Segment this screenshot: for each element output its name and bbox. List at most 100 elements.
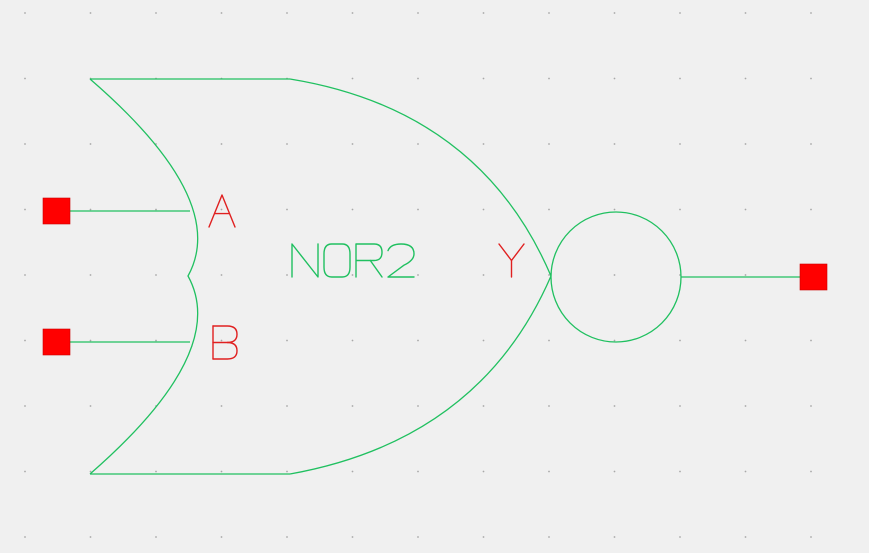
- grid-dot: [155, 12, 157, 14]
- grid-dot: [482, 12, 485, 14]
- grid-dot: [679, 536, 681, 538]
- grid-dot: [548, 143, 550, 145]
- grid-dot: [351, 143, 354, 145]
- grid-dot: [482, 274, 485, 276]
- grid-dot: [89, 274, 92, 276]
- grid-dot: [351, 536, 354, 538]
- grid-dot: [482, 405, 485, 407]
- grid-dot: [810, 208, 812, 211]
- grid-dot: [89, 143, 92, 145]
- pin-y-red-square-icon[interactable]: [799, 263, 828, 291]
- grid-dot: [810, 77, 812, 80]
- grid-dot: [744, 143, 747, 145]
- grid-dot: [613, 536, 616, 538]
- grid-dot: [351, 12, 354, 14]
- grid-dot: [220, 405, 223, 407]
- grid-dot: [810, 536, 812, 538]
- grid-dot: [679, 143, 681, 145]
- grid-dot: [548, 405, 550, 407]
- grid-dot: [220, 536, 223, 538]
- grid-dot: [679, 339, 681, 342]
- gate-front-lower-curve: [289, 275, 552, 475]
- grid-dot: [24, 470, 26, 473]
- gate-front-upper-curve: [289, 78, 552, 277]
- grid-dot: [89, 208, 92, 211]
- grid-dot: [417, 208, 419, 211]
- grid-dot: [220, 470, 223, 473]
- grid-dot: [286, 208, 288, 211]
- pin-a-red-square-icon[interactable]: [42, 197, 71, 225]
- grid-dot: [417, 339, 419, 342]
- pin-b-red-square-icon[interactable]: [42, 328, 71, 356]
- glyph-stroke: [208, 194, 236, 228]
- grid-dot: [548, 274, 550, 276]
- grid-dot: [744, 12, 747, 14]
- grid-dot: [286, 405, 288, 407]
- grid-dot: [679, 208, 681, 211]
- grid-dot: [810, 470, 812, 473]
- grid-dot: [613, 143, 616, 145]
- grid-dot: [351, 77, 354, 80]
- pin-label-y: [498, 243, 525, 278]
- grid-dot: [417, 12, 419, 14]
- grid-dot: [351, 339, 354, 342]
- grid-dot: [482, 470, 485, 473]
- grid-dot: [155, 339, 157, 342]
- grid-dot: [744, 77, 747, 80]
- grid-dot: [155, 274, 157, 276]
- grid-dot: [613, 470, 616, 473]
- grid-dot: [24, 339, 26, 342]
- grid-dot: [417, 274, 419, 276]
- glyph-stroke: [355, 243, 383, 278]
- nor-gate-symbol[interactable]: [89, 78, 682, 475]
- grid-dot: [417, 143, 419, 145]
- grid-dot: [155, 470, 157, 473]
- grid-dot: [286, 12, 288, 14]
- grid-dot: [810, 405, 812, 407]
- grid-dot: [24, 274, 26, 276]
- grid-dot: [89, 12, 92, 14]
- grid-dot: [548, 77, 550, 80]
- gate-back-curve: [89, 78, 199, 475]
- grid-dot: [482, 208, 485, 211]
- grid-dot: [155, 536, 157, 538]
- grid-dot: [548, 536, 550, 538]
- grid-dot: [220, 339, 223, 342]
- grid-dot: [417, 405, 419, 407]
- grid-dot: [220, 12, 223, 14]
- grid-dot: [89, 536, 92, 538]
- grid-dot: [548, 208, 550, 211]
- grid-dot: [220, 274, 223, 276]
- grid-dot: [613, 339, 616, 342]
- grid-dot: [744, 339, 747, 342]
- grid-dot: [613, 77, 616, 80]
- grid-dot: [613, 405, 616, 407]
- glyph-stroke: [212, 341, 238, 360]
- grid-dot: [482, 339, 485, 342]
- grid-dot: [351, 470, 354, 473]
- grid-dot: [24, 77, 26, 80]
- grid-dot: [744, 405, 747, 407]
- grid-dot: [24, 12, 26, 14]
- grid-dot: [417, 77, 419, 80]
- grid-dot: [613, 12, 616, 14]
- grid-dot: [679, 12, 681, 14]
- pins[interactable]: [42, 197, 828, 356]
- grid-dot: [351, 274, 354, 276]
- cell-name-label: [291, 243, 415, 278]
- grid-dot: [548, 339, 550, 342]
- grid-dot: [286, 274, 288, 276]
- grid-dot: [810, 12, 812, 14]
- glyph-stroke: [369, 259, 383, 278]
- grid-dot: [548, 470, 550, 473]
- glyph-stroke: [212, 325, 238, 344]
- grid-dot: [744, 536, 747, 538]
- grid-dot: [482, 143, 485, 145]
- grid-dot: [351, 208, 354, 211]
- grid-dot: [679, 77, 681, 80]
- grid-dot: [220, 208, 223, 211]
- grid-dot: [286, 536, 288, 538]
- pin-label-b: [212, 325, 238, 360]
- grid-dot: [744, 208, 747, 211]
